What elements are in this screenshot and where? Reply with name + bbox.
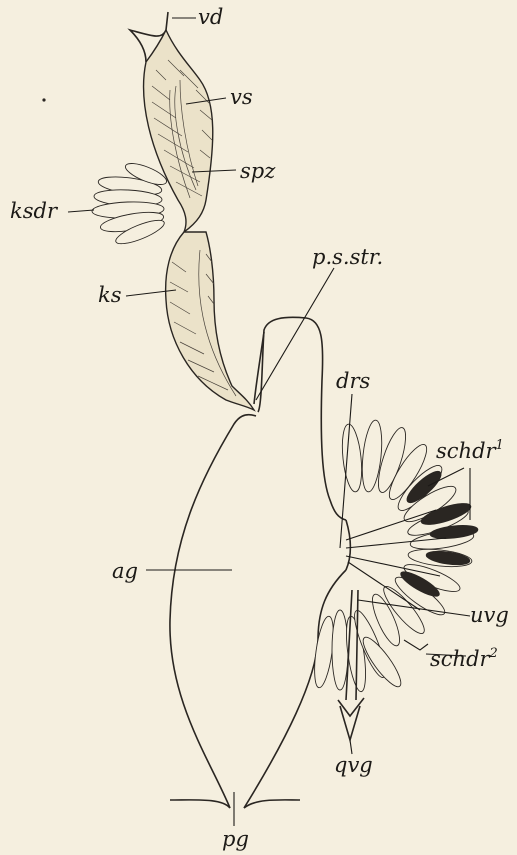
label-spz-text: spz	[240, 159, 276, 183]
label-drs-text: drs	[336, 369, 370, 393]
label-qvg: qvg	[334, 740, 373, 777]
label-ksdr: ksdr	[10, 199, 94, 223]
label-vd: vd	[172, 5, 223, 29]
label-schdr2: schdr2	[404, 640, 498, 671]
label-ksdr-text: ksdr	[10, 199, 59, 223]
stray-dot	[42, 98, 45, 101]
label-vd-text: vd	[198, 5, 223, 29]
label-ks: ks	[98, 283, 176, 307]
label-pg-text: pg	[222, 827, 249, 851]
label-p-s-str-text: p.s.str.	[312, 245, 383, 269]
atrium-genitale	[170, 317, 351, 808]
label-schdr1-text: schdr1	[436, 438, 504, 463]
uvg-qvg-glands	[311, 590, 406, 740]
label-schdr2-text: schdr2	[430, 646, 498, 671]
label-ks-text: ks	[98, 283, 122, 307]
label-uvg-text: uvg	[470, 603, 509, 627]
label-ag-text: ag	[112, 559, 138, 583]
label-ag: ag	[112, 559, 232, 583]
label-qvg-text: qvg	[334, 753, 373, 777]
ksdr-glands	[92, 159, 169, 248]
label-vs-text: vs	[230, 85, 253, 109]
ks-organ	[166, 232, 254, 410]
